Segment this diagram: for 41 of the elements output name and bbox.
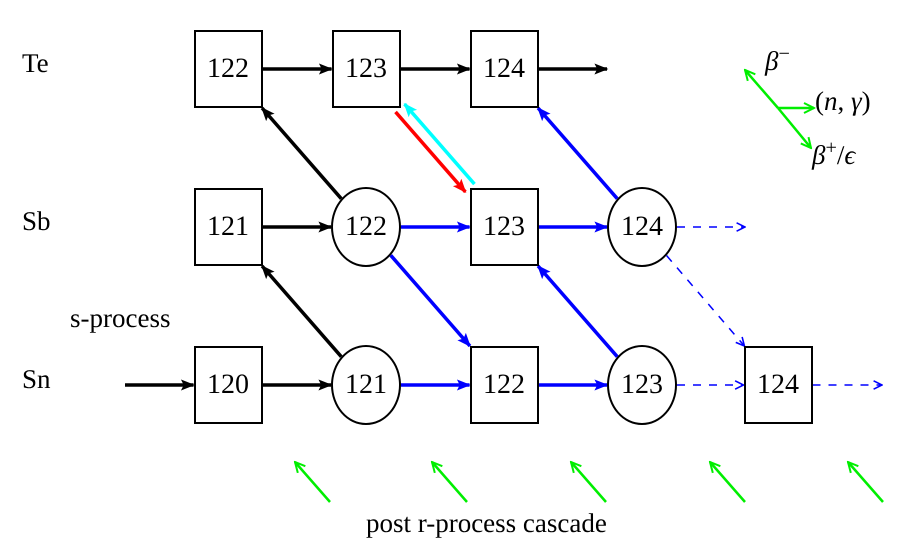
arrow xyxy=(536,264,619,358)
arrow xyxy=(400,63,471,75)
arrow xyxy=(677,380,744,390)
nucleus-box: 120 xyxy=(194,346,262,424)
arrow xyxy=(389,254,472,348)
element-label: Sb xyxy=(22,208,51,235)
arrow xyxy=(262,379,332,391)
element-label: Sn xyxy=(22,366,51,393)
arrow xyxy=(538,63,608,75)
arrow xyxy=(403,102,476,186)
element-label: Te xyxy=(22,50,49,77)
arrow xyxy=(260,264,343,358)
nucleus-circle: 121 xyxy=(331,345,401,425)
nucleus-box: 122 xyxy=(194,30,262,108)
arrow xyxy=(401,379,471,391)
nucleus-box: 122 xyxy=(470,346,538,424)
arrow xyxy=(538,379,608,391)
arrow xyxy=(262,63,333,75)
legend-label: (n, γ) xyxy=(815,88,871,115)
nucleus-circle: 123 xyxy=(607,345,677,425)
legend-label: β$^{+}$/ϵ xyxy=(812,142,856,169)
arrow xyxy=(666,255,746,347)
arrow xyxy=(677,222,746,232)
arrow xyxy=(812,380,883,390)
nucleus-circle: 124 xyxy=(607,187,677,267)
arrow xyxy=(536,106,619,200)
arrow xyxy=(260,106,343,200)
nucleus-circle: 122 xyxy=(331,187,401,267)
nucleus-box: 123 xyxy=(332,30,400,108)
arrow xyxy=(125,379,195,391)
nucleus-box: 123 xyxy=(470,188,538,266)
arrow xyxy=(394,110,467,194)
nucleus-box: 124 xyxy=(744,346,812,424)
arrow xyxy=(401,221,471,233)
arrow xyxy=(262,221,332,233)
arrow xyxy=(538,221,608,233)
legend-label: β$^{−}$ xyxy=(765,48,790,75)
nucleus-box: 121 xyxy=(194,188,262,266)
caption: post r-process cascade xyxy=(366,510,607,537)
nucleus-box: 124 xyxy=(470,30,538,108)
process-label: s-process xyxy=(70,305,170,332)
